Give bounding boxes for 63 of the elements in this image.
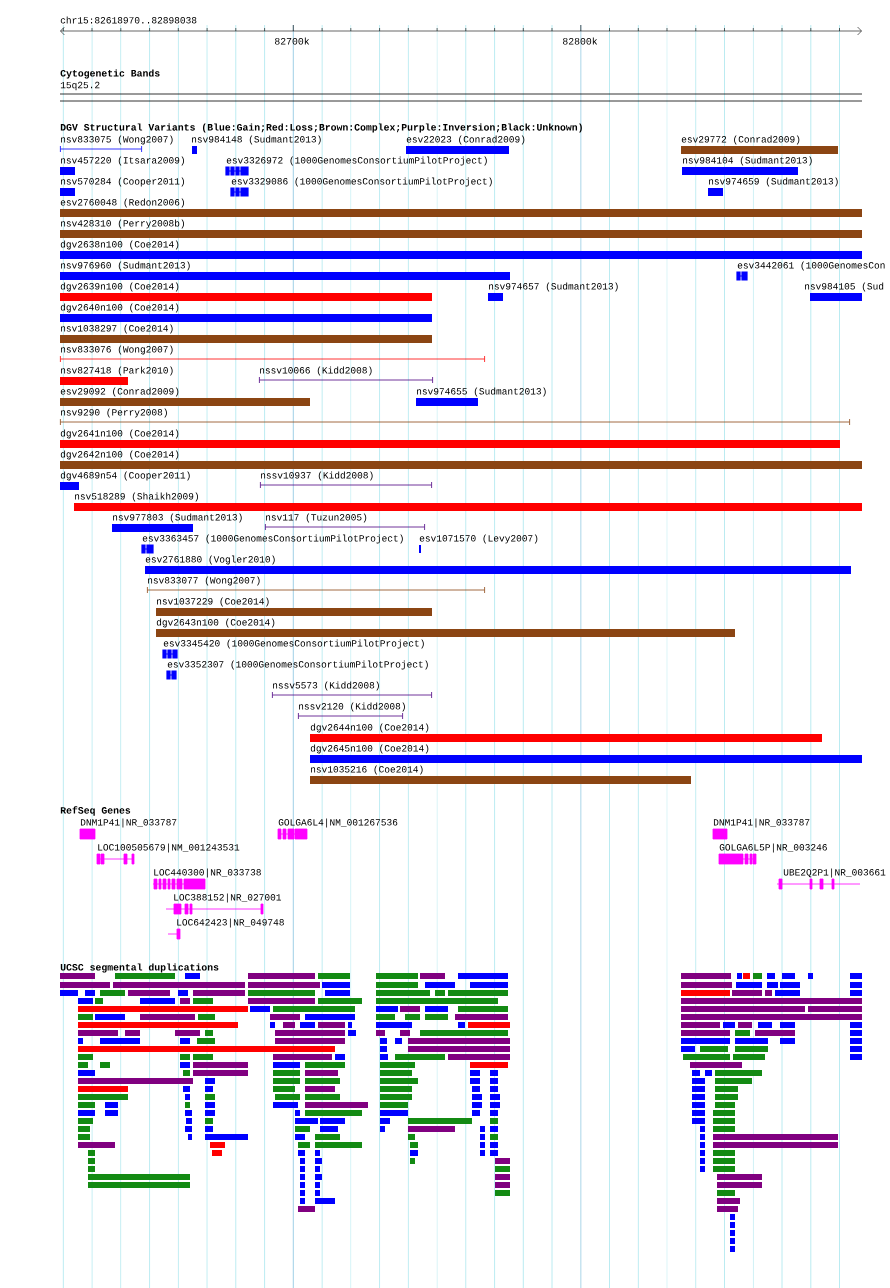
variant-label: nsv984105 (Sud bbox=[805, 282, 884, 292]
track-title: DGV Structural Variants (Blue:Gain;Red:Loss;Brown:Complex;Purple:Inversion;Black:Unknown) bbox=[60, 123, 582, 133]
variant-label: nsv833075 (Wong2007) bbox=[61, 135, 173, 145]
variant-label: nsv518289 (Shaikh2009) bbox=[75, 492, 198, 502]
variant-label: nsv9290 (Perry2008) bbox=[61, 408, 167, 418]
variant-label: esv2761880 (Vogler2010) bbox=[145, 555, 275, 565]
variant-label: nsv570284 (Cooper2011) bbox=[61, 177, 184, 187]
variant-label: dgv2640n100 (Coe2014) bbox=[60, 303, 179, 313]
variant-label: esv29092 (Conrad2009) bbox=[60, 387, 179, 397]
variant-label: nsv833076 (Wong2007) bbox=[61, 345, 173, 355]
variant-label: nsv974657 (Sudmant2013) bbox=[489, 282, 618, 292]
track-title: UCSC segmental duplications bbox=[60, 963, 219, 973]
variant-label: dgv2645n100 (Coe2014) bbox=[310, 744, 429, 754]
variant-label: nsv974655 (Sudmant2013) bbox=[417, 387, 546, 397]
variant-label: esv2760048 (Redon2006) bbox=[60, 198, 184, 208]
variant-label: nsv977803 (Sudmant2013) bbox=[113, 513, 242, 523]
gene-label: GOLGA6L5P|NR_003246 bbox=[719, 843, 827, 853]
variant-label: esv3363457 (1000GenomesConsortiumPilotProject) bbox=[142, 534, 403, 544]
track-label: 15q25.2 bbox=[60, 81, 100, 91]
variant-label: nsv827418 (Park2010) bbox=[61, 366, 173, 376]
variant-label: nssv10937 (Kidd2008) bbox=[261, 471, 373, 481]
variant-label: esv3352307 (1000GenomesConsortiumPilotProject) bbox=[167, 660, 428, 670]
gene-label: LOC388152|NR_027001 bbox=[174, 893, 282, 903]
variant-label: nssv2120 (Kidd2008) bbox=[299, 702, 405, 712]
variant-label: dgv2644n100 (Coe2014) bbox=[310, 723, 429, 733]
variant-label: esv3326972 (1000GenomesConsortiumPilotProject) bbox=[226, 156, 487, 166]
variant-label: esv3442061 (1000GenomesCon bbox=[737, 261, 885, 271]
gene-label: GOLGA6L4|NM_001267536 bbox=[278, 818, 398, 828]
gene-label: DNM1P41|NR_033787 bbox=[80, 818, 177, 828]
gene-label: DNM1P41|NR_033787 bbox=[713, 818, 810, 828]
variant-label: esv3345420 (1000GenomesConsortiumPilotProject) bbox=[163, 639, 424, 649]
gene-label: UBE2Q2P1|NR_003661 bbox=[783, 868, 886, 878]
tick-label: 82700k bbox=[275, 37, 310, 45]
tick-label: 82800k bbox=[563, 37, 598, 45]
variant-label: esv1071570 (Levy2007) bbox=[419, 534, 538, 544]
variant-label: dgv4689n54 (Cooper2011) bbox=[60, 471, 190, 481]
variant-label: nsv974659 (Sudmant2013) bbox=[709, 177, 838, 187]
gene-label: LOC440300|NR_033738 bbox=[154, 868, 261, 878]
variant-label: nsv984104 (Sudmant2013) bbox=[683, 156, 812, 166]
variant-label: nsv457220 (Itsara2009) bbox=[61, 156, 184, 166]
variant-label: dgv2639n100 (Coe2014) bbox=[60, 282, 179, 292]
variant-label: esv29772 (Conrad2009) bbox=[681, 135, 800, 145]
variant-label: nsv976960 (Sudmant2013) bbox=[61, 261, 190, 271]
variant-label: dgv2641n100 (Coe2014) bbox=[60, 429, 179, 439]
track-label: chr15:82618970..82898038 bbox=[60, 16, 197, 24]
variant-label: nsv984148 (Sudmant2013) bbox=[192, 135, 321, 145]
variant-label: nsv1035216 (Coe2014) bbox=[311, 765, 423, 775]
variant-label: dgv2642n100 (Coe2014) bbox=[60, 450, 179, 460]
variant-label: dgv2638n100 (Coe2014) bbox=[60, 240, 179, 250]
variant-label: dgv2643n100 (Coe2014) bbox=[156, 618, 275, 628]
variant-label: nsv1038297 (Coe2014) bbox=[61, 324, 173, 334]
variant-label: nssv10066 (Kidd2008) bbox=[260, 366, 372, 376]
gene-label: LOC642423|NR_049748 bbox=[177, 918, 284, 928]
variant-label: nsv428310 (Perry2008b) bbox=[61, 219, 184, 229]
variant-label: nsv1037229 (Coe2014) bbox=[157, 597, 269, 607]
variant-label: nsv117 (Tuzun2005) bbox=[266, 513, 367, 523]
variant-label: nsv833077 (Wong2007) bbox=[148, 576, 260, 586]
track-title: Cytogenetic Bands bbox=[60, 69, 160, 79]
variant-label: esv3329086 (1000GenomesConsortiumPilotProject) bbox=[231, 177, 492, 187]
variant-label: esv22023 (Conrad2009) bbox=[406, 135, 525, 145]
gene-label: LOC100505679|NM_001243531 bbox=[98, 843, 240, 853]
variant-label: nssv5573 (Kidd2008) bbox=[273, 681, 379, 691]
track-title: RefSeq Genes bbox=[60, 806, 131, 816]
